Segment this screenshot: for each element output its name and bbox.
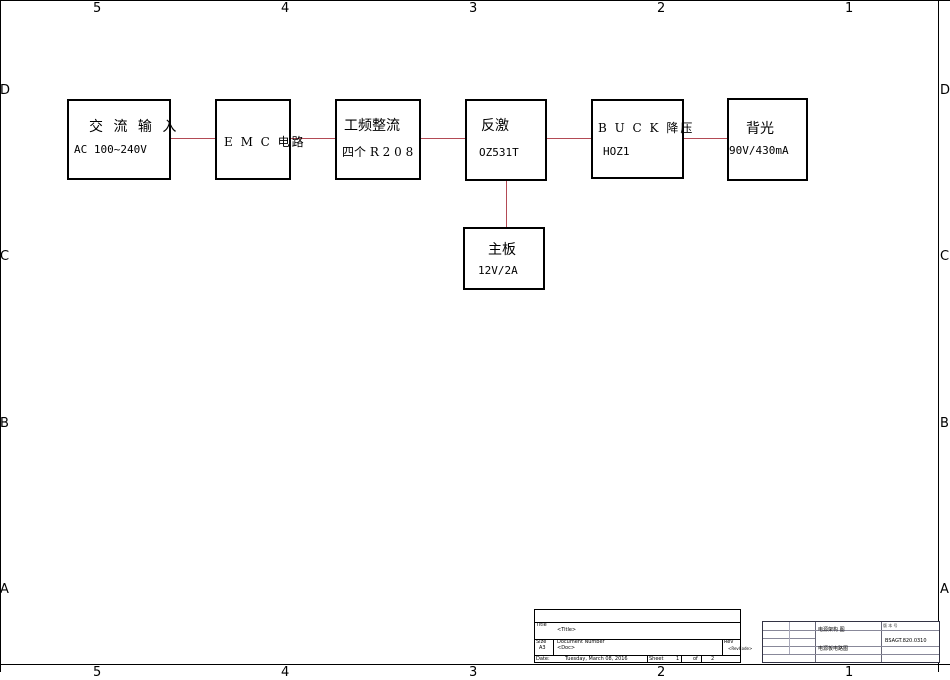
of-label: of [693, 656, 698, 662]
rev-value: <RevCode> [728, 646, 753, 651]
zone-col-bottom: 1 [845, 665, 854, 680]
block-emc: E M C 电路 [215, 99, 304, 180]
block-buck: B U C K 降压 HOZ1 [591, 99, 692, 179]
sheet-border-left [0, 0, 1, 672]
board-name: 电源板电路图 [818, 646, 849, 652]
zone-col-top: 3 [469, 1, 478, 16]
connector-buck-backlight [683, 138, 728, 139]
sheet-value: 1 [676, 656, 680, 662]
zone-col-top: 2 [657, 1, 666, 16]
block-backlight: 背光 90V/430mA [727, 98, 808, 181]
zone-row-left: C [0, 249, 10, 264]
block-title: B U C K 降压 [598, 121, 695, 135]
block-title: 工频整流 [344, 118, 400, 134]
zone-col-bottom: 3 [469, 665, 478, 680]
company-block: 版 本 号 电源架构 图 BSAGT.820.0310 电源板电路图 [762, 621, 940, 663]
zone-row-left: A [0, 582, 9, 597]
block-subtitle: 90V/430mA [729, 144, 789, 157]
title-block: Title <Title> Size A3 Document Number <D… [534, 609, 752, 663]
zone-col-top: 1 [845, 1, 854, 16]
zone-col-top: 4 [281, 1, 290, 16]
connector-ac-emc [170, 138, 216, 139]
sheet-border-bottom [0, 664, 950, 665]
version-label: 版 本 号 [883, 623, 898, 628]
block-title: E M C 电路 [224, 135, 306, 149]
title-value: <Title> [557, 627, 577, 633]
connector-rect-flyback [420, 138, 466, 139]
doc-number-label: Document Number [557, 639, 605, 645]
sheet-label: Sheet [649, 656, 664, 662]
block-subtitle: 12V/2A [478, 264, 518, 277]
sheet-border-top [0, 0, 950, 1]
zone-row-right: D [940, 83, 950, 98]
zone-col-top: 5 [93, 1, 102, 16]
block-mainboard: 主板 12V/2A [463, 227, 545, 290]
zone-row-right: A [940, 582, 949, 597]
block-title: 交 流 输 入 [89, 119, 180, 135]
block-rectifier: 工频整流 四个 R 2 0 8 [335, 99, 421, 180]
sheet-border-right [938, 0, 939, 672]
drawing-code: BSAGT.820.0310 [885, 638, 927, 644]
drawing-title: 电源架构 图 [818, 627, 845, 633]
size-label: Size [536, 639, 547, 645]
block-subtitle: OZ531T [479, 146, 519, 159]
size-value: A3 [539, 645, 546, 651]
doc-number-value: <Doc> [557, 645, 576, 651]
zone-col-bottom: 2 [657, 665, 666, 680]
zone-col-bottom: 5 [93, 665, 102, 680]
of-value: 2 [711, 656, 715, 662]
title-label: Title [536, 622, 547, 628]
block-flyback: 反激 OZ531T [465, 99, 547, 181]
block-title: 主板 [488, 242, 516, 258]
block-subtitle: HOZ1 [603, 145, 630, 158]
rev-label: Rev [724, 639, 734, 645]
block-title: 反激 [481, 118, 509, 134]
block-title: 背光 [746, 121, 774, 137]
date-label: Date: [536, 656, 550, 662]
block-ac-input: 交 流 输 入 AC 100~240V [67, 99, 176, 180]
block-subtitle: AC 100~240V [74, 143, 147, 156]
block-subtitle: 四个 R 2 0 8 [342, 145, 414, 159]
date-value: Tuesday, March 08, 2016 [565, 656, 628, 662]
zone-col-bottom: 4 [281, 665, 290, 680]
connector-emc-rect [291, 138, 336, 139]
connector-flyback-buck [546, 138, 592, 139]
zone-row-left: D [0, 83, 11, 98]
zone-row-right: B [940, 416, 949, 431]
connector-flyback-mainboard [506, 181, 507, 228]
zone-row-left: B [0, 416, 9, 431]
zone-row-right: C [940, 249, 950, 264]
